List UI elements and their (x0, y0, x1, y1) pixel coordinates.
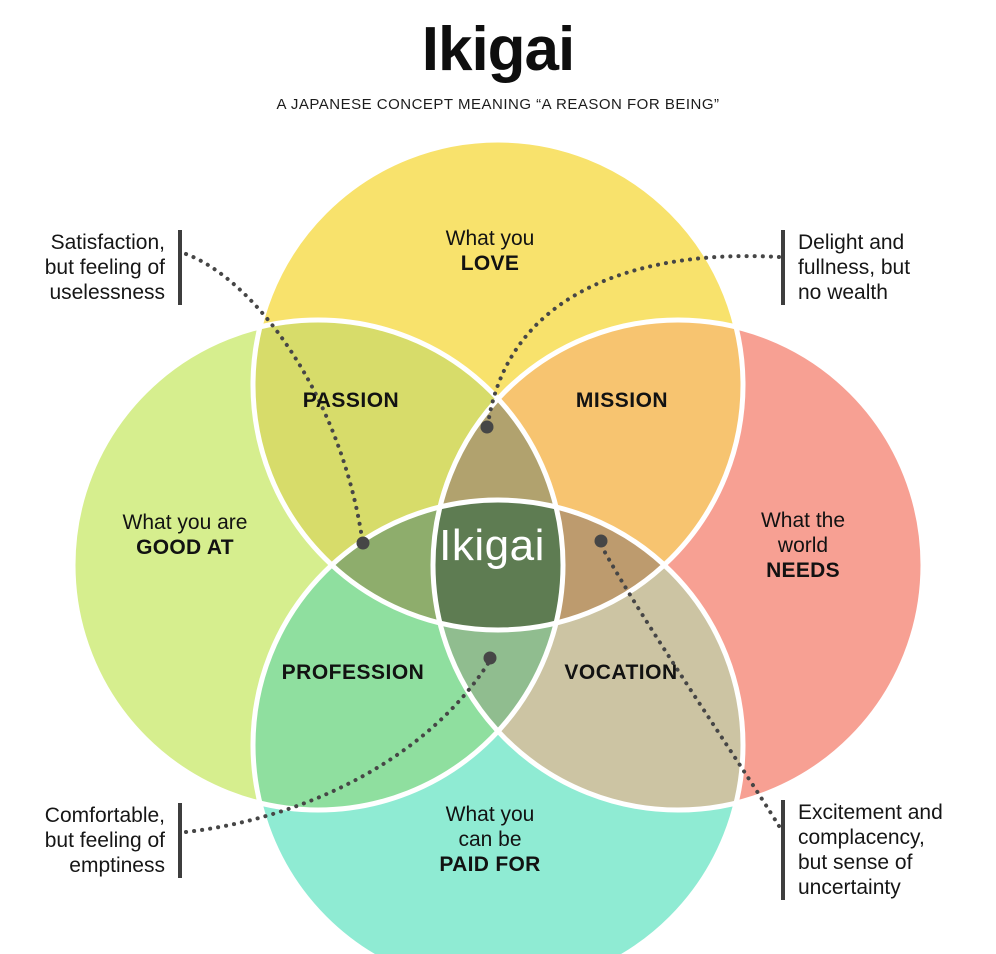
page-title: Ikigai (421, 15, 576, 84)
good-at-label-bold: GOOD AT (136, 536, 234, 559)
annotation-bottom-right: Excitement and complacency, but sense of… (781, 800, 943, 900)
paid-for-label-line2: can be (458, 828, 522, 851)
profession-label: PROFESSION (281, 661, 425, 684)
annotation-bottom-right-line2: complacency, (798, 826, 925, 849)
good-at-label-line1: What you are (122, 511, 248, 534)
paid-for-label-line1: What you (445, 803, 535, 826)
annotation-bottom-right-line1: Excitement and (798, 801, 943, 824)
annotation-top-left: Satisfaction, but feeling of uselessness (45, 230, 182, 305)
paid-for-label-bold: PAID FOR (439, 853, 541, 876)
dotted-connector-bottom-right (600, 545, 781, 828)
love-label: What you LOVE (446, 226, 535, 276)
circle-outlines (70, 137, 926, 954)
love-label-line1: What you (445, 227, 535, 250)
needs-label-line1: What the (760, 509, 846, 532)
connector-endpoint-dot-left (356, 536, 370, 550)
annotation-bottom-left-line3: emptiness (69, 854, 165, 877)
annotation-top-right-line2: fullness, but (798, 256, 911, 279)
annotation-top-right: Delight and fullness, but no wealth (781, 230, 910, 305)
annotation-bottom-left-line2: but feeling of (44, 829, 165, 852)
connector-endpoint-dot-bottom (483, 651, 497, 665)
annotation-top-left-line1: Satisfaction, (50, 231, 165, 254)
love-label-bold: LOVE (460, 252, 520, 275)
vocation-label: VOCATION (564, 661, 678, 684)
page-subtitle: A JAPANESE CONCEPT MEANING “A REASON FOR… (276, 96, 720, 113)
annotation-top-left-line3: uselessness (49, 281, 165, 304)
annotation-bottom-left: Comfortable, but feeling of emptiness (45, 803, 182, 878)
annotation-bottom-left-line1: Comfortable, (44, 804, 165, 827)
annotation-top-right-line3: no wealth (798, 281, 888, 304)
ikigai-center-label: Ikigai (439, 521, 545, 570)
annotation-top-left-line2: but feeling of (44, 256, 165, 279)
connector-endpoint-dot-right (594, 534, 608, 548)
annotation-bottom-right-line3: but sense of (798, 851, 913, 874)
connector-endpoint-dot-top (480, 420, 494, 434)
annotation-top-right-line1: Delight and (798, 231, 905, 254)
dotted-connector-bottom-left (184, 660, 491, 834)
good-at-label: What you are GOOD AT (123, 510, 248, 560)
annotation-bottom-right-line4: uncertainty (798, 876, 901, 899)
passion-label: PASSION (302, 389, 400, 412)
mission-label: MISSION (575, 389, 669, 412)
needs-label-bold: NEEDS (766, 559, 840, 582)
dotted-connector-top-left (184, 252, 364, 540)
needs-label: What the world NEEDS (761, 508, 845, 583)
dotted-connector-top-right (486, 254, 781, 426)
needs-label-line2: world (777, 534, 829, 557)
paid-for-label: What you can be PAID FOR (439, 802, 540, 877)
